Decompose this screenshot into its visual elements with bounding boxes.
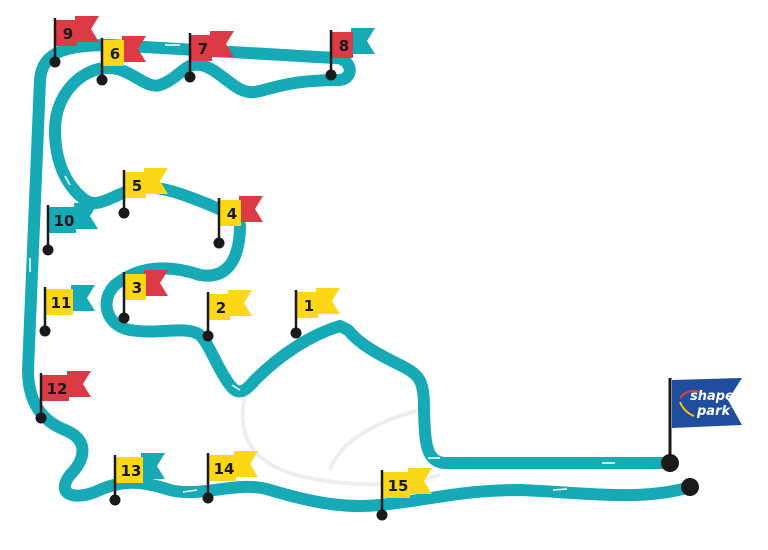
- flag-base-dot: [109, 494, 121, 506]
- start-dot: [661, 454, 679, 472]
- flag-base-dot: [325, 69, 337, 81]
- logo-text-park: park: [696, 404, 731, 419]
- flag-number: 10: [54, 212, 75, 230]
- flag-tail: [141, 453, 165, 479]
- logo-text-shape: shape: [690, 389, 734, 404]
- flag-1: 1: [290, 288, 340, 339]
- flag-tail: [67, 371, 91, 397]
- flag-15: 15: [376, 468, 432, 521]
- flag-number: 5: [132, 177, 142, 195]
- arrow-icon: [64, 175, 71, 186]
- flag-body: [41, 375, 69, 401]
- logo-swoosh: [679, 389, 701, 399]
- flag-body: [124, 274, 146, 300]
- finish-dot: [681, 478, 699, 496]
- flag-tail: [316, 288, 340, 314]
- flag-8: 8: [325, 28, 375, 81]
- flag-body: [208, 455, 236, 481]
- flag-tail: [210, 31, 234, 57]
- flag-tail: [234, 451, 258, 477]
- flag-number: 11: [51, 294, 72, 312]
- flag-tail: [122, 36, 146, 62]
- flag-body: [190, 35, 212, 61]
- flag-13: 13: [109, 453, 165, 506]
- arrow-icon: [231, 384, 241, 391]
- flag-base-dot: [49, 56, 61, 68]
- logo-swoosh: [679, 401, 695, 417]
- flag-body: [48, 207, 76, 233]
- flag-number: 9: [63, 25, 73, 43]
- flag-base-dot: [118, 312, 130, 324]
- flag-tail: [351, 28, 375, 54]
- flag-7: 7: [184, 31, 234, 83]
- flag-base-dot: [35, 412, 47, 424]
- arrow-icon: [182, 489, 198, 493]
- arrow-icon: [552, 488, 568, 491]
- flag-base-dot: [42, 244, 54, 256]
- flag-body: [124, 172, 146, 198]
- flag-body: [382, 472, 410, 498]
- flag-number: 14: [214, 460, 235, 478]
- flag-body: [219, 200, 241, 226]
- flag-tail: [239, 196, 263, 222]
- flag-tail: [228, 290, 252, 316]
- flag-base-dot: [202, 330, 214, 342]
- flag-base-dot: [290, 327, 302, 339]
- flag-base-dot: [202, 492, 214, 504]
- flag-tail: [74, 203, 98, 229]
- flag-5: 5: [118, 168, 168, 219]
- flag-base-dot: [184, 71, 196, 83]
- flag-number: 15: [388, 477, 409, 495]
- flag-number: 4: [227, 205, 237, 223]
- flag-tail: [75, 16, 99, 42]
- flag-4: 4: [213, 196, 263, 249]
- flag-number: 6: [110, 45, 120, 63]
- flag-number: 1: [304, 297, 314, 315]
- flag-tail: [144, 270, 168, 296]
- flag-number: 13: [121, 462, 142, 480]
- flag-2: 2: [202, 290, 252, 342]
- flag-number: 12: [47, 380, 68, 398]
- flag-3: 3: [118, 270, 168, 324]
- flag-body: [115, 457, 143, 483]
- course-track: [22, 39, 696, 513]
- flag-11: 11: [39, 285, 95, 337]
- flag-body: [296, 292, 318, 318]
- flag-tail: [408, 468, 432, 494]
- flag-body: [208, 294, 230, 320]
- flag-tail: [71, 285, 95, 311]
- flag-6: 6: [96, 36, 146, 86]
- flag-10: 10: [42, 203, 98, 256]
- flag-base-dot: [39, 325, 51, 337]
- flag-14: 14: [202, 451, 258, 504]
- direction-arrows: [29, 44, 615, 493]
- flag-base-dot: [213, 237, 225, 249]
- flag-body: [55, 20, 77, 46]
- flag-number: 3: [132, 279, 142, 297]
- flag-body: [102, 40, 124, 66]
- flag-body: [45, 289, 73, 315]
- flag-9: 9: [49, 16, 99, 68]
- flag-number: 7: [198, 40, 208, 58]
- flag-body: [331, 32, 353, 58]
- flag-number: 8: [339, 37, 349, 55]
- flag-base-dot: [376, 509, 388, 521]
- flag-number: 2: [216, 299, 226, 317]
- flag-tail: [144, 168, 168, 194]
- flag-base-dot: [118, 207, 130, 219]
- flag-base-dot: [96, 74, 108, 86]
- flag-12: 12: [35, 371, 91, 424]
